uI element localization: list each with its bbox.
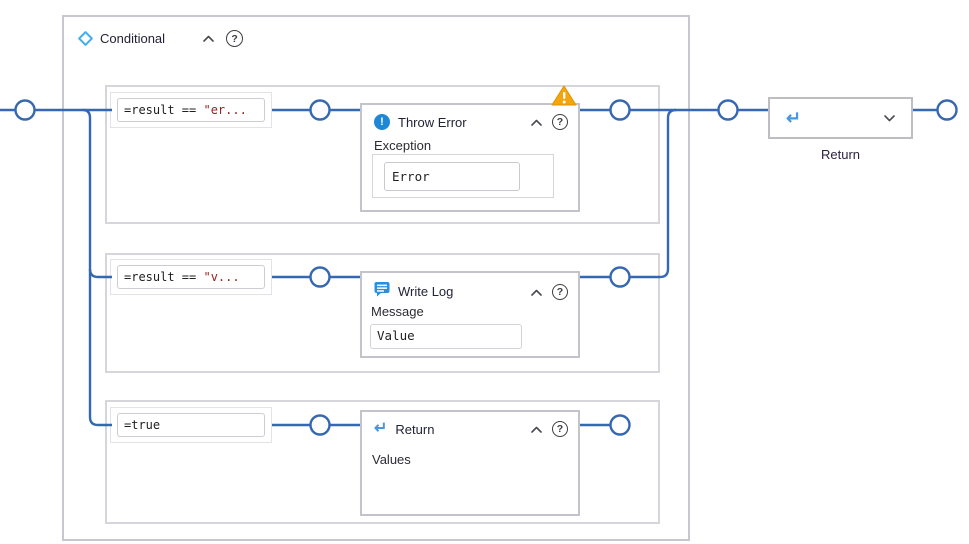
card-header: ↵ Return ? — [362, 412, 578, 438]
condition-input-2[interactable]: =result == "v... — [117, 265, 265, 289]
help-icon[interactable]: ? — [552, 421, 568, 437]
activity-card-throw-error[interactable]: ! Throw Error ? Exception Error — [360, 85, 580, 212]
field-label: Message — [371, 304, 424, 319]
message-input[interactable]: Value — [370, 324, 522, 349]
activity-card-write-log[interactable]: Write Log ? Message Value — [360, 271, 580, 358]
collapse-chevron-up-icon[interactable] — [531, 283, 542, 301]
activity-title: Return — [395, 421, 435, 437]
conditional-header: Conditional ? — [77, 30, 244, 47]
write-log-icon — [374, 281, 390, 302]
conditional-activity-container[interactable] — [62, 15, 690, 541]
condition-input-wrapper-1: =result == "er... — [110, 92, 272, 128]
condition-code: =result == — [124, 270, 204, 284]
field-label: Values — [372, 452, 411, 467]
return-arrow-icon: ↵ — [786, 108, 802, 128]
condition-code: =true — [124, 418, 161, 432]
condition-input-1[interactable]: =result == "er... — [117, 98, 265, 122]
port-start[interactable] — [14, 99, 36, 121]
exception-field-wrapper: Error — [372, 154, 554, 198]
conditional-diamond-icon — [77, 30, 94, 47]
warning-icon[interactable] — [550, 85, 578, 106]
port-end[interactable] — [936, 99, 958, 121]
return-node-label: Return — [820, 147, 861, 162]
help-icon[interactable]: ? — [552, 114, 568, 130]
return-arrow-icon: ↵ — [374, 420, 388, 437]
field-label: Exception — [374, 138, 432, 153]
conditional-title: Conditional — [100, 31, 166, 46]
condition-input-3[interactable]: =true — [117, 413, 265, 437]
collapse-chevron-up-icon[interactable] — [531, 113, 542, 131]
activity-card-return[interactable]: ↵ Return ? Values — [360, 410, 580, 516]
return-node[interactable]: ↵ — [768, 97, 913, 139]
card-header: Write Log ? — [362, 273, 578, 302]
condition-input-wrapper-3: =true — [110, 407, 272, 443]
help-icon[interactable]: ? — [552, 283, 568, 300]
activity-title: Throw Error — [398, 114, 467, 130]
throw-error-icon: ! — [374, 114, 390, 130]
condition-code: =result == — [124, 103, 204, 117]
help-icon[interactable]: ? — [226, 30, 244, 47]
collapse-chevron-up-icon[interactable] — [531, 420, 542, 438]
expand-chevron-down-icon[interactable] — [884, 109, 895, 127]
exception-input[interactable]: Error — [384, 162, 520, 191]
condition-string: "er... — [203, 103, 247, 117]
collapse-chevron-up-icon[interactable] — [203, 35, 214, 42]
condition-string: "v... — [203, 270, 240, 284]
activity-title: Write Log — [398, 284, 454, 299]
port-conditional-out[interactable] — [717, 99, 739, 121]
card-header: ! Throw Error ? — [362, 105, 578, 131]
condition-input-wrapper-2: =result == "v... — [110, 259, 272, 295]
